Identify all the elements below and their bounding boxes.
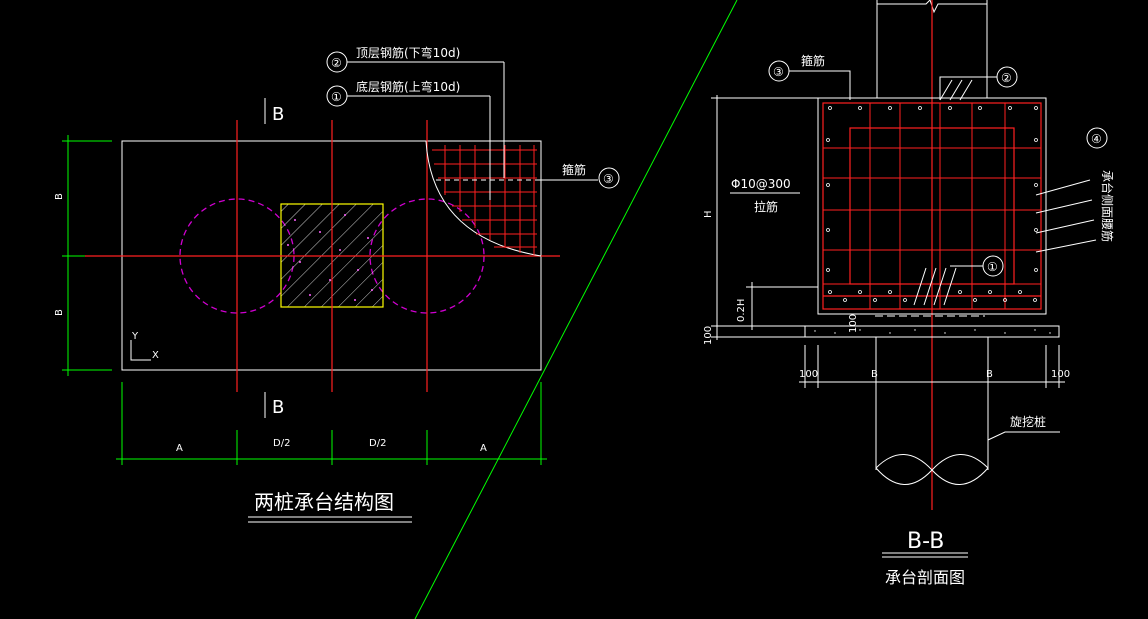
sec-callout-1-num: ① [987,260,998,274]
sec-callout-4-circle [1086,127,1108,149]
section-cap-rebar-outer [822,102,1042,310]
sec-callout-4-text: 承台侧面腰筋 [1100,170,1115,242]
sec-callout-2-leader [939,76,997,100]
ucs-axis-icon [130,340,151,361]
callout-1-text: 底层钢筋(上弯10d) [356,79,460,94]
sec-callout-3-text: 箍筋 [801,53,825,68]
dim-left-b2: B [54,309,65,316]
blinding-dots [814,329,1051,334]
sec-callout-4-leaders [1035,179,1097,253]
section-title: B-B [907,529,944,554]
plan-title: 两桩承台结构图 [254,490,394,514]
dim-100-bottom-right: 100 [1051,369,1070,380]
pile-label-leader [987,431,1060,441]
callout-3-circle [598,167,620,189]
sec-callout-4-num: ④ [1091,132,1102,146]
section-mark-bottom: B [272,397,284,418]
dim-b-right: B [986,369,993,380]
dim-h-label: H [703,210,714,218]
callout-1-num: ① [331,90,342,104]
pile-label: 旋挖桩 [1010,414,1046,429]
dim-bottom-d1: D/2 [273,438,290,449]
rebar-cutaway-arc [425,140,542,257]
sec-callout-3-leader [789,70,851,100]
callout-2-text: 顶层钢筋(下弯10d) [356,45,460,60]
dim-100-inner-label: 100 [848,314,859,333]
sheet-divider-line [414,0,738,619]
dim-02h-label: 0.2H [736,299,747,322]
dim-b-left: B [871,369,878,380]
callout-3-text: 箍筋 [562,162,586,177]
plan-view: B B ② 顶层钢筋(下弯10d) ① 底层钢筋(上弯10d) ③ 箍筋 Y X… [54,45,620,523]
rebar-hook-marks [913,79,973,306]
dim-bottom-d2: D/2 [369,438,386,449]
axis-y-label: Y [131,331,139,342]
tie-label: 拉筋 [754,199,778,214]
dim-100-left-label: 100 [703,326,714,345]
dim-bottom-a1: A [176,443,183,454]
dim-bottom-a2: A [480,443,487,454]
sec-callout-3-num: ③ [773,65,784,79]
section-mark-top: B [272,104,284,125]
section-subtitle: 承台剖面图 [885,568,965,587]
dim-left-b1: B [54,193,65,200]
section-rebar-dots [826,106,1038,302]
rebar-grid [432,145,537,255]
blinding-layer [804,325,1060,338]
callout-2-num: ② [331,56,342,70]
sec-callout-2-num: ② [1001,71,1012,85]
pile-break-curve [875,454,989,485]
tie-spec: Φ10@300 [731,177,791,191]
dim-100-bottom-left: 100 [799,369,818,380]
column-aggregate-dots [287,214,373,301]
section-rebar-grid [823,103,1041,309]
section-cap-outline [817,97,1047,315]
section-view: ③ 箍筋 ② ① ④ 承台侧面腰筋 Φ10@300 拉筋 H 100 0.2H … [703,0,1115,587]
callout-3-num: ③ [603,172,614,186]
axis-x-label: X [152,350,159,361]
